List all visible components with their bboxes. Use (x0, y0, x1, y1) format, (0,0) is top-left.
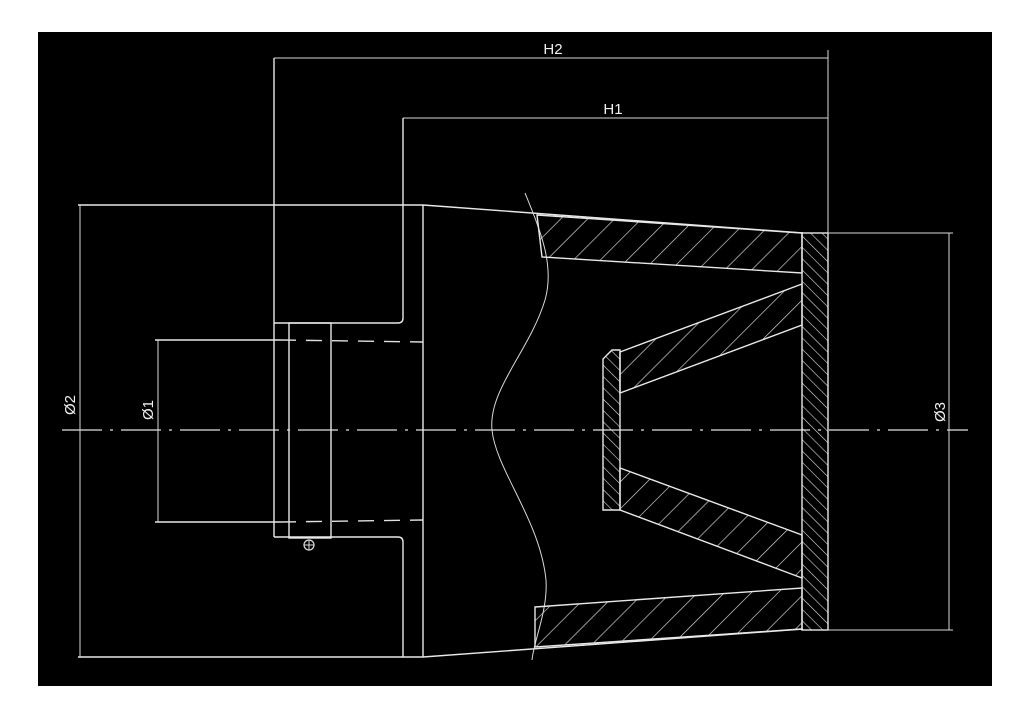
dimension-label-h1: H1 (603, 101, 622, 118)
dimension-d2: Ø2 (62, 205, 81, 657)
snap-ring (288, 322, 332, 539)
dimension-h2: H2 (274, 41, 829, 233)
dimension-h1: H1 (403, 101, 828, 119)
section-hatching (534, 214, 829, 648)
grease-nipple-icon (303, 539, 315, 551)
dimension-label-h2: H2 (543, 41, 562, 58)
drawing-background (38, 32, 992, 686)
dimension-d3: Ø3 (828, 232, 953, 631)
flange-plate (801, 232, 829, 631)
dimension-label-d3: Ø3 (932, 402, 949, 422)
break-line (491, 192, 549, 661)
dimension-label-d1: Ø1 (140, 400, 157, 420)
dimension-label-d2: Ø2 (62, 395, 79, 415)
left-hub (78, 58, 424, 658)
dimension-d1: Ø1 (140, 340, 159, 522)
